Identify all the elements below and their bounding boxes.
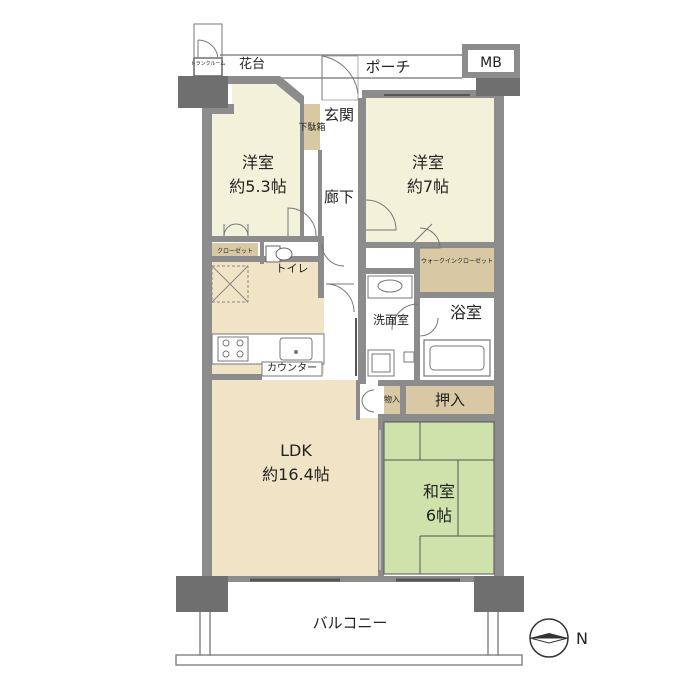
porch-label: ポーチ bbox=[365, 58, 410, 76]
walk-in-closet-label: ウォークインクローゼット bbox=[421, 257, 493, 265]
balcony-label: バルコニー bbox=[313, 614, 388, 632]
closet-doors bbox=[223, 223, 249, 237]
mb-label: MB bbox=[480, 55, 502, 71]
shoe-box-label: 下駄箱 bbox=[298, 121, 325, 133]
entrance-label: 玄関 bbox=[324, 106, 354, 124]
ldk-size: 約16.4帖 bbox=[262, 465, 330, 484]
ldk-name: LDK bbox=[280, 441, 312, 460]
trunk-room: トランクルーム bbox=[191, 23, 226, 77]
closet-label: クローゼット bbox=[217, 247, 253, 255]
mb-box: MB bbox=[462, 44, 520, 78]
japanese-room-size: 6帖 bbox=[426, 506, 452, 525]
washroom-label: 洗面室 bbox=[373, 312, 409, 327]
oshiire-label: 押入 bbox=[435, 391, 465, 409]
ldk-floor bbox=[212, 380, 378, 576]
doors bbox=[287, 199, 441, 413]
hallway-floor bbox=[322, 100, 362, 280]
washing-machine-space bbox=[367, 349, 415, 377]
wash-basin bbox=[367, 275, 413, 299]
bathroom-label: 浴室 bbox=[450, 303, 482, 322]
tatami-pattern bbox=[383, 421, 495, 575]
western-room-2-name: 洋室 bbox=[412, 153, 444, 172]
kitchen-counter bbox=[211, 333, 325, 377]
western-room-1-name: 洋室 bbox=[242, 153, 274, 172]
walk-in-closet-floor bbox=[420, 248, 494, 292]
toilet-fixture bbox=[265, 245, 293, 263]
japanese-room-name: 和室 bbox=[423, 482, 455, 501]
fridge-space bbox=[211, 265, 249, 303]
western-room-2-floor bbox=[366, 98, 494, 244]
japanese-room-floor bbox=[384, 422, 494, 574]
hallway-label: 廊下 bbox=[324, 188, 354, 206]
entrance-door[interactable] bbox=[321, 55, 359, 101]
bathtub bbox=[423, 339, 491, 377]
western-room-1-size: 約5.3帖 bbox=[229, 177, 286, 196]
compass-north-label: N bbox=[576, 629, 588, 648]
storage-label: 物入 bbox=[384, 394, 400, 404]
western-room-1-floor bbox=[212, 82, 300, 236]
compass-icon: N bbox=[529, 618, 588, 658]
storage-floor bbox=[384, 386, 400, 414]
western-room-2-size: 約7帖 bbox=[407, 177, 449, 196]
trunk-room-label: トランクルーム bbox=[191, 61, 226, 67]
closet-floor bbox=[212, 243, 258, 257]
windows bbox=[250, 94, 470, 582]
toilet-label: トイレ bbox=[276, 262, 309, 275]
oshiire-floor bbox=[406, 386, 494, 414]
shoe-box-floor bbox=[304, 104, 320, 150]
flower-bed-label: 花台 bbox=[239, 56, 265, 72]
counter-label: カウンター bbox=[267, 362, 317, 374]
